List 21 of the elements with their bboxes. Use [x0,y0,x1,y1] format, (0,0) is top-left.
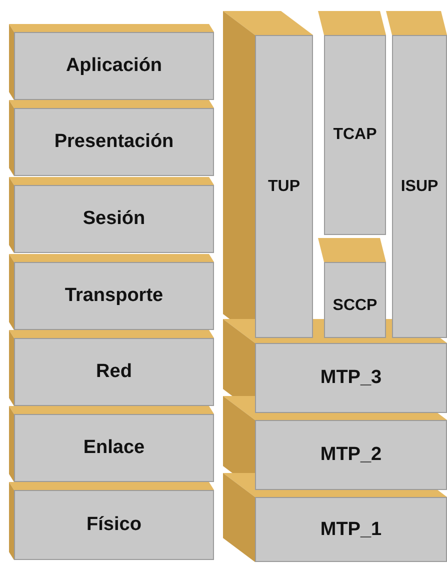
layer-label: Presentación [54,131,174,153]
layer-label: TUP [268,178,300,196]
layer-label: Físico [86,514,142,536]
layer-box [255,420,447,490]
layer-label: MTP_3 [320,367,382,389]
layer-label: MTP_2 [320,444,382,466]
layer-box [324,262,386,338]
layer-label: ISUP [400,178,438,196]
layer-box [255,343,447,413]
layer-label: Red [96,361,132,383]
layer-label: Enlace [83,437,145,459]
layer-box [392,35,447,338]
layer-label: Transporte [64,285,164,307]
layer-label: MTP_1 [320,518,382,540]
layer-label: TCAP [333,126,377,144]
layer-label: Sesión [82,208,146,230]
layer-box [255,35,313,338]
layer-box [324,35,386,235]
layer-label: Aplicación [66,55,162,77]
layer-label: SCCP [332,297,378,315]
layer-box [255,497,447,562]
